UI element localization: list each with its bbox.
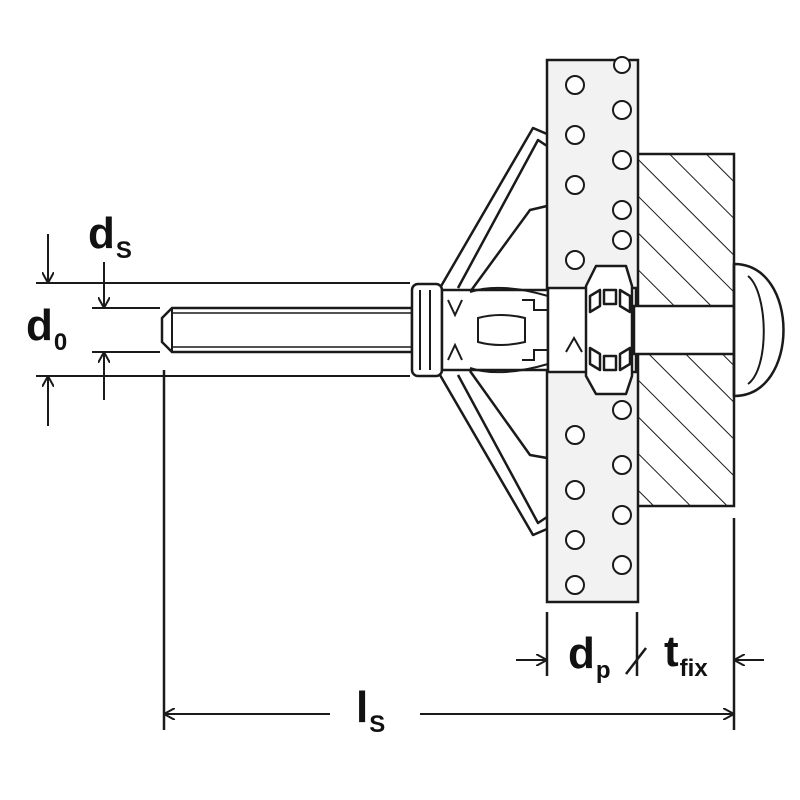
label-ds-main: d: [88, 209, 115, 258]
label-d0-sub: 0: [53, 329, 68, 356]
label-ls-main: l: [356, 683, 369, 732]
label-dp: dp: [568, 629, 611, 683]
screw-shank: [160, 306, 414, 354]
label-d0-main: d: [26, 301, 53, 350]
label-ls-sub: S: [369, 711, 386, 738]
label-dp-main: d: [568, 629, 595, 678]
label-dp-sub: p: [595, 657, 611, 684]
anchor-head-ring: [584, 264, 634, 396]
label-ds: dS: [88, 209, 132, 263]
label-tfix-sub: fix: [679, 655, 708, 682]
dimension-ds: [36, 234, 410, 309]
dimension-d0: [36, 351, 410, 426]
label-tfix-main: t: [664, 627, 679, 676]
dimension-dp-tfix: [516, 647, 764, 675]
screw-through-fixture: [632, 304, 736, 356]
anchor-wings: [438, 126, 548, 537]
label-d0: d0: [26, 301, 67, 355]
label-tfix: tfix: [664, 627, 708, 681]
board-holes: [565, 56, 632, 595]
label-ds-sub: S: [115, 237, 132, 264]
screw-head: [732, 262, 785, 398]
label-ls: lS: [350, 683, 392, 737]
anchor-body: [410, 282, 550, 378]
